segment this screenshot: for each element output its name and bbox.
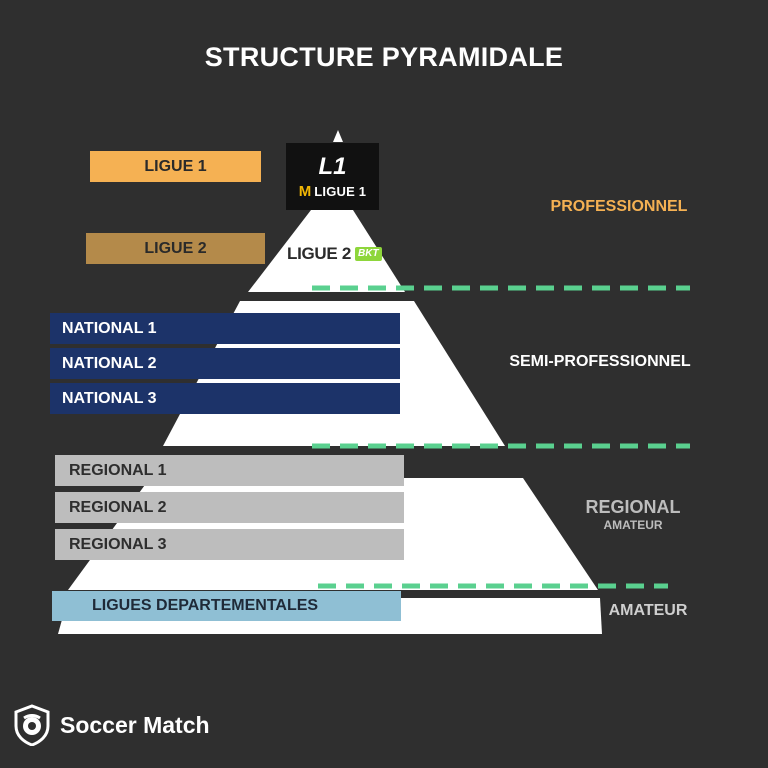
tier-label-amateur: AMATEUR	[608, 602, 688, 619]
level-ligue-1: LIGUE 1	[90, 151, 261, 182]
level-regional-2: REGIONAL 2	[55, 492, 404, 523]
level-ligues-departementales: LIGUES DEPARTEMENTALES	[52, 591, 401, 621]
ligue2-logo-text: LIGUE 2	[287, 244, 352, 263]
tier-label-regional-sub: AMATEUR	[603, 518, 663, 532]
tier-label-regional: REGIONAL	[585, 497, 681, 517]
ligue1-logo-text: LIGUE 1	[314, 184, 367, 199]
tier-label-professional: PROFESSIONNEL	[550, 198, 688, 215]
brand: Soccer Match	[14, 704, 210, 746]
brand-name: Soccer Match	[60, 711, 210, 738]
ligue2-logo: LIGUE 2 BKT	[287, 244, 382, 264]
bkt-sponsor-badge: BKT	[355, 247, 382, 261]
soccer-match-shield-icon	[14, 704, 50, 746]
mcdonalds-arches-icon: M	[298, 182, 312, 200]
level-regional-3: REGIONAL 3	[55, 529, 404, 560]
level-national-2: NATIONAL 2	[50, 348, 400, 379]
tier-label-semi-professional: SEMI-PROFESSIONNEL	[509, 353, 691, 370]
pyramid-apex-arrow	[333, 130, 343, 142]
level-ligue-2: LIGUE 2	[86, 233, 265, 264]
pyramid-segment-professional	[248, 210, 405, 292]
level-regional-1: REGIONAL 1	[55, 455, 404, 486]
ligue1-mark-icon: L1	[318, 152, 347, 180]
level-national-3: NATIONAL 3	[50, 383, 400, 414]
ligue1-logo: L1 M LIGUE 1	[286, 143, 379, 210]
page-title: STRUCTURE PYRAMIDALE	[204, 42, 564, 72]
level-national-1: NATIONAL 1	[50, 313, 400, 344]
